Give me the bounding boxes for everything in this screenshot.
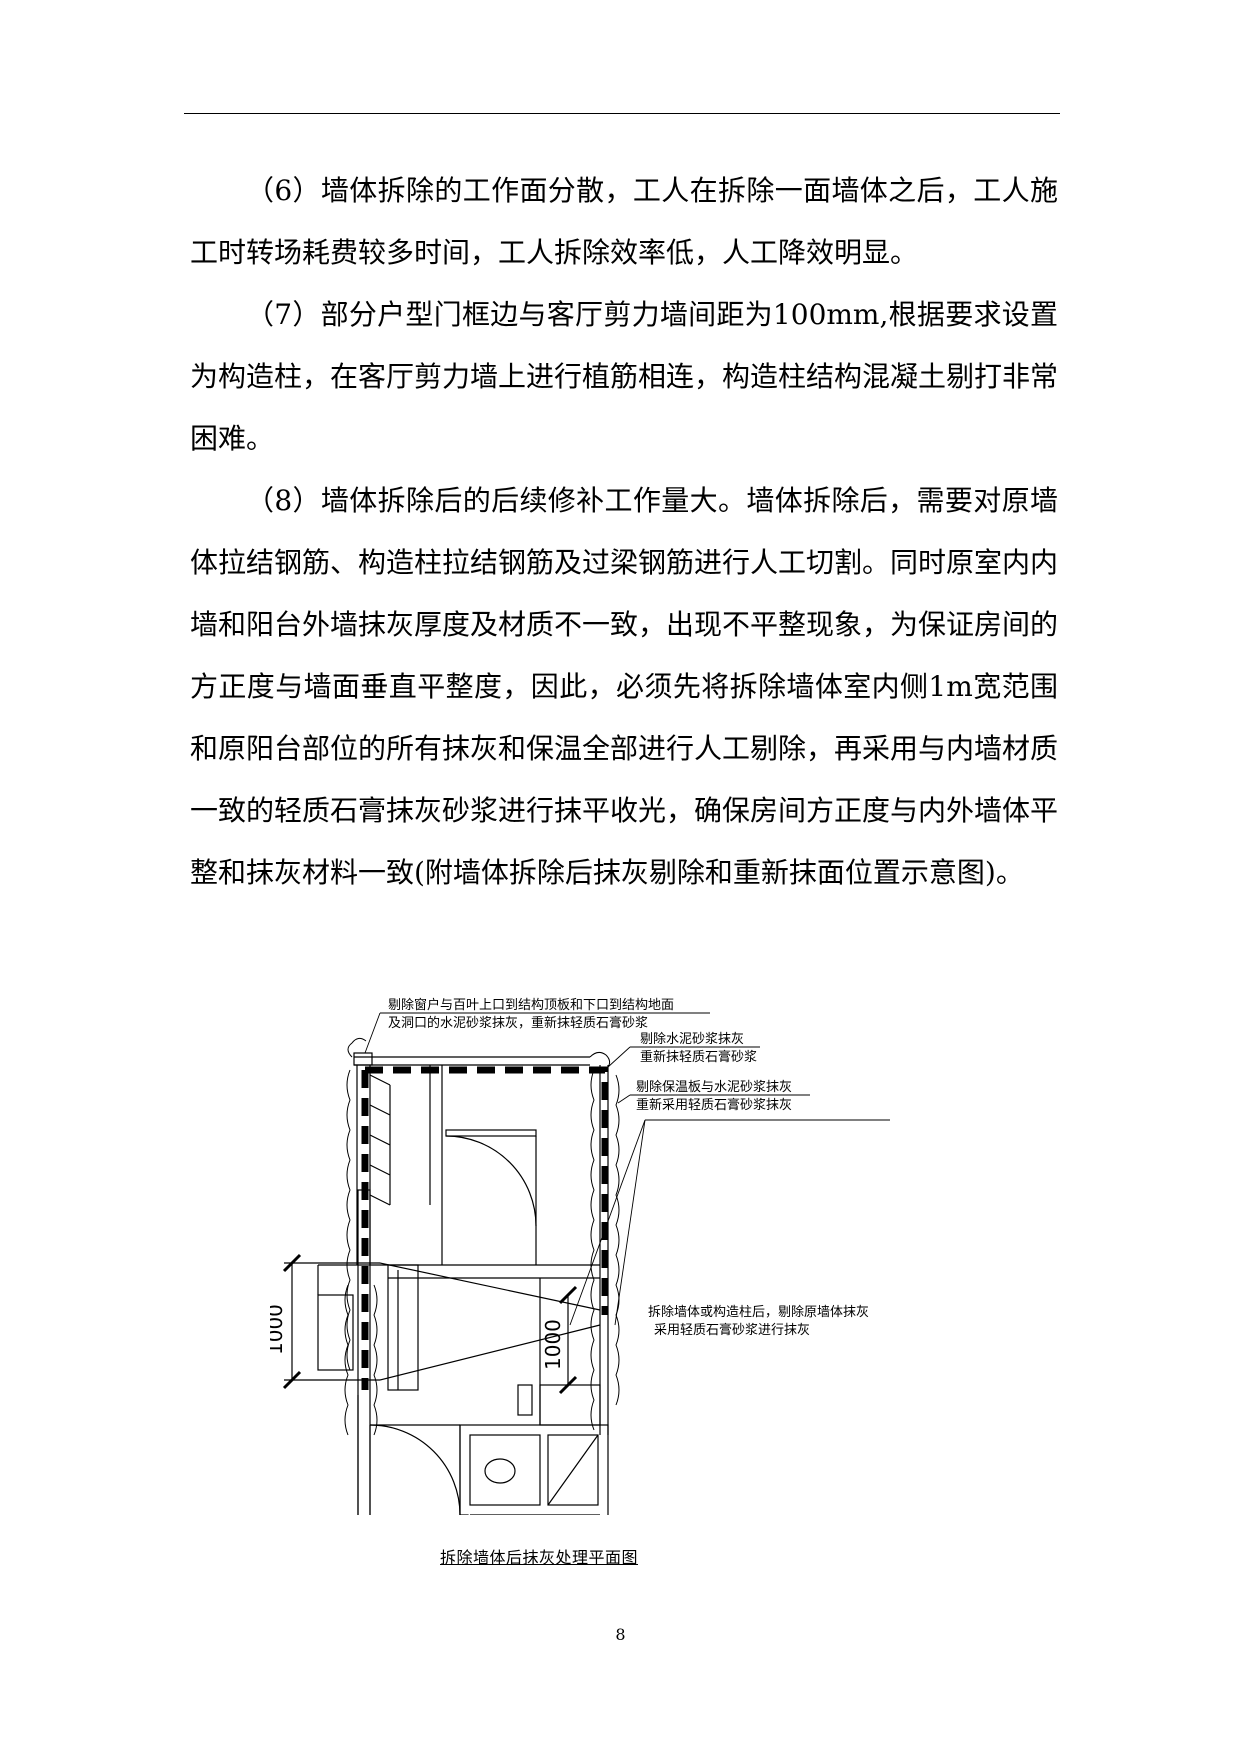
anno-column-2: 采用轻质石膏砂浆进行抹灰	[654, 1322, 810, 1338]
sink-basin	[484, 1458, 516, 1484]
anno-insul-1: 剔除保温板与水泥砂浆抹灰	[636, 1080, 792, 1095]
window-mark	[353, 1052, 373, 1066]
figure-caption: 拆除墙体后抹灰处理平面图	[440, 1548, 639, 1567]
dimension-left: 1000	[270, 1304, 287, 1355]
anno-insul-2: 重新采用轻质石膏砂浆抹灰	[636, 1097, 792, 1113]
anno-mortar-1: 剔除水泥砂浆抹灰	[640, 1032, 744, 1047]
chair	[517, 1384, 533, 1416]
anno-mortar-2: 重新抹轻质石膏砂浆	[640, 1049, 757, 1065]
floor-plan-drawing: 1000 1000 K1 剔除窗户与百叶上口到结构顶板和下口到结构地面 及洞口的…	[270, 997, 890, 1515]
body-text: （6）墙体拆除的工作面分散，工人在拆除一面墙体之后，工人施工时转场耗费较多时间，…	[190, 160, 1058, 904]
floor-plan-figure: 1000 1000 K1 剔除窗户与百叶上口到结构顶板和下口到结构地面 及洞口的…	[270, 995, 1030, 1515]
dimension-right: 1000	[541, 1319, 565, 1370]
bathroom-outline	[459, 1424, 609, 1515]
shower-area	[547, 1434, 599, 1506]
page-number: 8	[615, 1625, 626, 1644]
paragraph-7: （7）部分户型门框边与客厅剪力墙间距为100mm,根据要求设置为构造柱，在客厅剪…	[190, 298, 1059, 455]
anno-column-1: 拆除墙体或构造柱后，剔除原墙体抹灰	[648, 1305, 869, 1320]
paragraph-6: （6）墙体拆除的工作面分散，工人在拆除一面墙体之后，工人施工时转场耗费较多时间，…	[190, 174, 1058, 269]
removal-line-top-right	[365, 1066, 609, 1315]
anno-window-2: 及洞口的水泥砂浆抹灰，重新抹轻质石膏砂浆	[388, 1015, 648, 1031]
header-rule	[184, 113, 1060, 114]
anno-window-1: 剔除窗户与百叶上口到结构顶板和下口到结构地面	[388, 997, 674, 1013]
sink-counter	[469, 1434, 541, 1506]
paragraph-8: （8）墙体拆除后的后续修补工作量大。墙体拆除后，需要对原墙体拉结钢筋、构造柱拉结…	[190, 484, 1059, 889]
balcony-ledge	[317, 1294, 354, 1371]
